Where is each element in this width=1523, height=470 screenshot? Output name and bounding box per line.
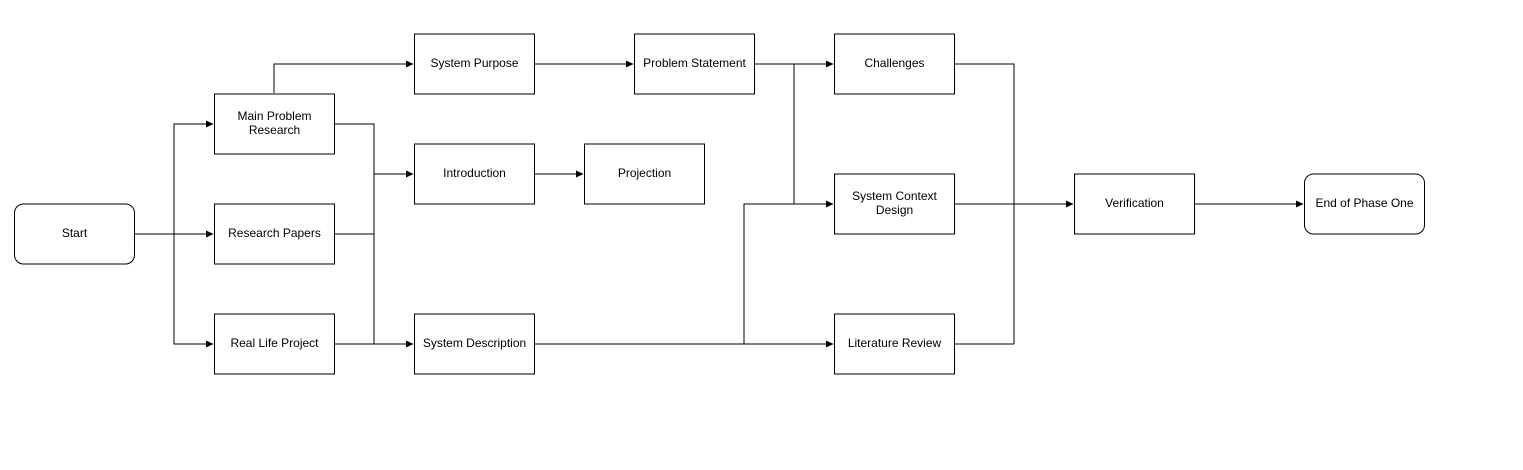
node-label: Challenges [864,56,924,70]
node-label: Start [62,226,88,240]
node-research-papers: Research Papers [214,203,335,265]
edge-challenges-verification [954,63,1015,344]
node-label: Research Papers [228,226,321,240]
node-label: Problem Statement [643,56,746,70]
node-system-context-design: System Context Design [834,173,955,235]
edge-start-main-problem-research [134,120,214,235]
node-introduction: Introduction [414,143,535,205]
nodes: Start Main Problem Research Research Pap… [14,33,1425,375]
edge-problem-statement-system-context-design [793,64,834,208]
edge-system-description-system-context-design [743,203,794,344]
node-challenges: Challenges [834,33,955,95]
node-label: System Description [423,336,526,350]
node-label: System Purpose [430,56,518,70]
connectors [134,60,1304,348]
node-label: Projection [618,166,671,180]
node-label: Literature Review [848,336,942,350]
node-end-of-phase-one: End of Phase One [1304,173,1425,235]
node-label: Real Life Project [230,336,319,350]
node-label-line-1: Main Problem [237,109,311,123]
node-label-line-1: System Context [852,189,937,203]
node-label: Introduction [443,166,506,180]
edge-main-problem-research-merge [334,123,375,344]
node-projection: Projection [584,143,705,205]
node-label: End of Phase One [1315,196,1413,210]
node-system-purpose: System Purpose [414,33,535,95]
node-system-description: System Description [414,313,535,375]
node-label-line-2: Design [876,203,913,217]
node-main-problem-research: Main Problem Research [214,93,335,155]
edge-start-real-life-project [173,234,214,348]
node-real-life-project: Real Life Project [214,313,335,375]
node-label: Verification [1105,196,1164,210]
node-literature-review: Literature Review [834,313,955,375]
edge-main-problem-research-system-purpose [273,60,414,93]
node-start: Start [14,203,135,265]
node-label-line-2: Research [249,123,300,137]
node-verification: Verification [1074,173,1195,235]
node-problem-statement: Problem Statement [634,33,755,95]
